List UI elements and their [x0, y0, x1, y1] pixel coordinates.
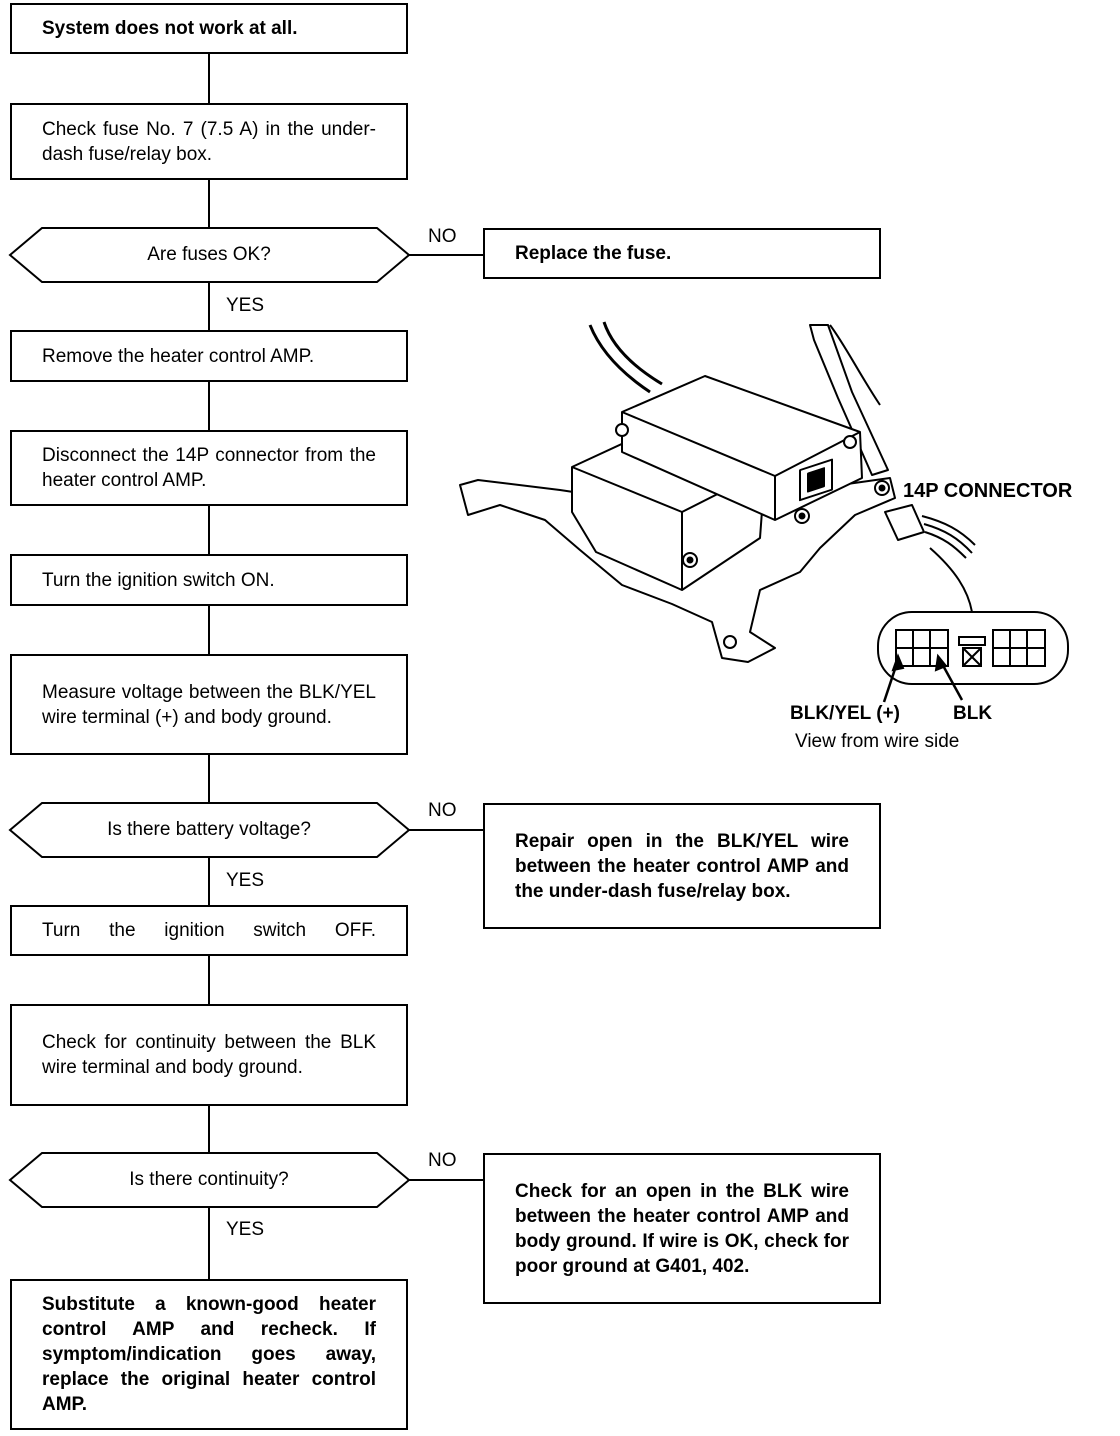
label-yes-continuity: YES — [226, 1219, 265, 1240]
step-remove-amp-text: Remove the heater control AMP. — [42, 345, 315, 367]
diamond-continuity — [8, 1152, 411, 1208]
harness-left — [588, 324, 651, 394]
step-disconnect-text: Disconnect the 14P connector from the he… — [42, 445, 376, 491]
decision-continuity-text: Is there continuity? — [129, 1169, 289, 1190]
action-check-open-blk-box: Check for an open in the BLK wire betwee… — [483, 1153, 881, 1304]
step-remove-amp-box: Remove the heater control AMP. — [10, 330, 408, 382]
step-measure-text: Measure voltage between the BLK/YEL wire… — [42, 681, 376, 728]
action-replace-fuse-text: Replace the fuse. — [515, 243, 672, 264]
pin-label-blk: BLK — [953, 703, 993, 724]
decision-battery-text: Is there battery voltage? — [107, 819, 311, 840]
step-ign-on-text: Turn the ignition switch ON. — [42, 569, 275, 591]
step-ign-off-text: Turn the ignition switch OFF. — [42, 920, 376, 941]
step-start-box: System does not work at all. — [10, 3, 408, 54]
wire-connector — [884, 504, 925, 541]
diamond-battery — [8, 802, 411, 858]
step-check-fuse-text: Check fuse No. 7 (7.5 A) in the under-da… — [42, 118, 376, 165]
label-no-continuity: NO — [428, 1150, 457, 1171]
action-repair-open-box: Repair open in the BLK/YEL wire between … — [483, 803, 881, 929]
leader-curve — [929, 547, 973, 613]
step-start-text: System does not work at all. — [42, 18, 298, 39]
label-no-battery: NO — [428, 800, 457, 821]
step-substitute-text: Substitute a known-good heater control A… — [42, 1294, 376, 1415]
decision-diamonds — [8, 227, 411, 1208]
pin-key — [958, 636, 986, 646]
bracket-right — [809, 324, 889, 476]
connector-lines — [208, 54, 485, 1279]
label-yes-fuses: YES — [226, 295, 265, 316]
step-check-continuity-text: Check for continuity between the BLK wir… — [42, 1032, 376, 1078]
pin-label-blk-yel: BLK/YEL (+) — [790, 703, 900, 724]
heater-control-amp-illustration — [459, 321, 976, 663]
step-ign-off-box: Turn the ignition switch OFF. — [10, 905, 408, 956]
action-check-open-blk-text: Check for an open in the BLK wire betwee… — [515, 1180, 849, 1277]
action-replace-fuse-box: Replace the fuse. — [483, 228, 881, 279]
connector-face-view — [877, 611, 1069, 703]
view-note: View from wire side — [795, 731, 960, 752]
label-yes-battery: YES — [226, 870, 265, 891]
step-check-continuity-box: Check for continuity between the BLK wir… — [10, 1004, 408, 1106]
action-repair-open-text: Repair open in the BLK/YEL wire between … — [515, 830, 849, 902]
step-disconnect-box: Disconnect the 14P connector from the he… — [10, 430, 408, 506]
diamond-fuses — [8, 227, 411, 283]
label-no-fuses: NO — [428, 226, 457, 247]
connector-label: 14P CONNECTOR — [903, 480, 1073, 502]
step-substitute-box: Substitute a known-good heater control A… — [10, 1279, 408, 1430]
step-measure-box: Measure voltage between the BLK/YEL wire… — [10, 654, 408, 755]
step-ign-on-box: Turn the ignition switch ON. — [10, 554, 408, 606]
decision-fuses-text: Are fuses OK? — [147, 244, 271, 265]
step-check-fuse-box: Check fuse No. 7 (7.5 A) in the under-da… — [10, 103, 408, 180]
